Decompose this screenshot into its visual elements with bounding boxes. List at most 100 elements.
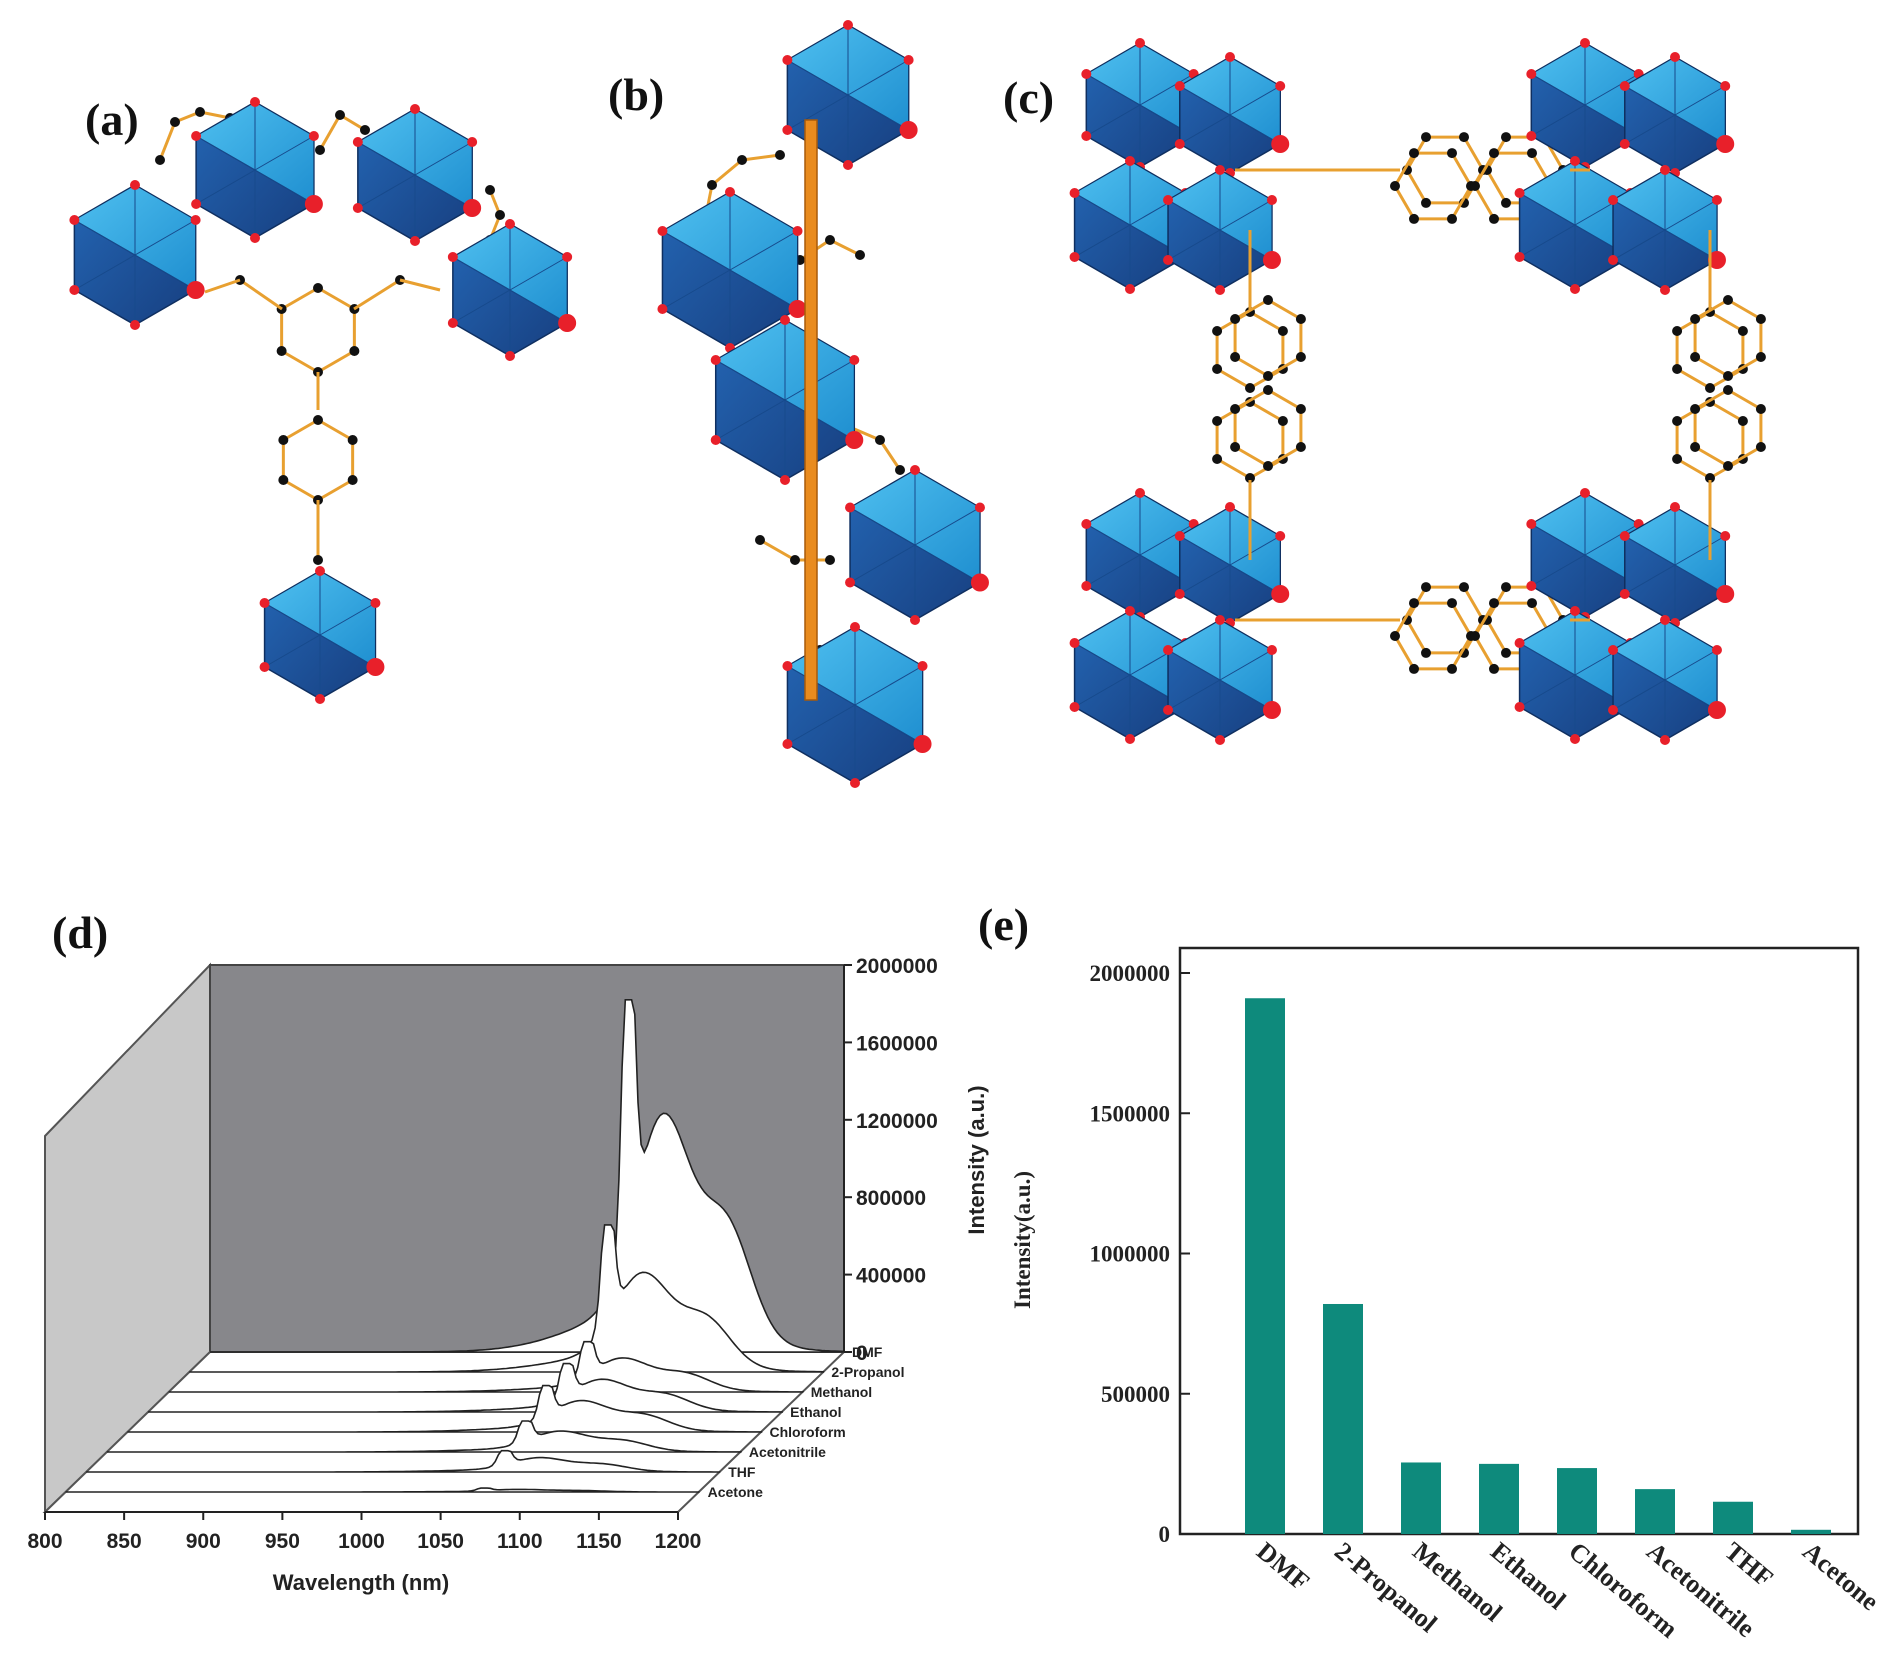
bond: [1393, 602, 1416, 637]
polyhedron-edge: [1624, 535, 1676, 566]
oxygen-atom: [186, 281, 205, 299]
polyhedron-edge: [1086, 104, 1141, 137]
y-tick-label: 1000000: [1090, 1242, 1171, 1267]
bond: [1267, 388, 1302, 411]
polyhedron-edge: [1167, 679, 1221, 711]
y-tick-label: 800000: [856, 1187, 926, 1210]
oxygen-atom: [250, 97, 260, 107]
carbon-atom: [1705, 473, 1715, 483]
bond: [1462, 136, 1485, 171]
oxygen-atom: [410, 236, 420, 246]
bar-dmf: [1245, 998, 1285, 1534]
oxygen-atom: [782, 739, 793, 749]
bond: [1234, 298, 1269, 321]
polyhedron-edge: [854, 704, 923, 745]
polyhedron-edge: [1612, 679, 1666, 711]
oxygen-atom: [850, 622, 860, 632]
carbon-atom: [1447, 663, 1457, 674]
carbon-atom: [1295, 404, 1306, 414]
carbon-atom: [790, 555, 800, 565]
oxygen-atom: [315, 694, 325, 704]
oxygen-atom: [1711, 645, 1722, 655]
bond: [759, 538, 796, 562]
carbon-atom: [1723, 295, 1733, 305]
oxygen-atom: [1608, 705, 1619, 715]
carbon-atom: [1230, 442, 1241, 452]
carbon-atom: [1295, 352, 1306, 362]
polyhedron-edge: [74, 219, 136, 256]
oxygen-atom: [1707, 701, 1726, 719]
panel-b-structure: [657, 20, 989, 788]
oxygen-atom: [1570, 734, 1580, 744]
bond: [1709, 400, 1744, 423]
bond: [741, 153, 781, 162]
bond: [282, 478, 319, 502]
oxygen-atom: [1660, 615, 1670, 625]
carbon-atom: [1755, 442, 1766, 452]
bond: [353, 278, 401, 311]
bond: [1727, 355, 1762, 378]
oxygen-atom: [562, 252, 573, 262]
bar-chloroform: [1557, 1468, 1597, 1534]
oxygen-atom: [1660, 285, 1670, 295]
bond: [1727, 388, 1762, 411]
oxygen-atom: [1163, 255, 1174, 265]
panel-d-spectra: [65, 998, 845, 1493]
bond: [1694, 298, 1729, 321]
carbon-atom: [1690, 352, 1701, 362]
oxygen-atom: [463, 199, 482, 217]
oxygen-atom: [1081, 519, 1092, 529]
spectrum-methanol: [168, 1340, 805, 1393]
carbon-atom: [1447, 213, 1457, 224]
bond: [317, 286, 356, 311]
bond: [318, 114, 342, 151]
polyhedron: [352, 104, 482, 246]
carbon-atom: [1421, 197, 1431, 208]
polyhedron-edge: [1086, 73, 1141, 106]
series-label-2-propanol: 2-Propanol: [831, 1364, 904, 1380]
oxygen-atom: [843, 160, 853, 170]
oxygen-atom: [1271, 135, 1290, 153]
carbon-atom: [1527, 148, 1537, 159]
spectrum-ethanol: [148, 1362, 784, 1413]
oxygen-atom: [1514, 252, 1525, 262]
oxygen-atom: [352, 137, 363, 147]
series-label-acetonitrile: Acetonitrile: [749, 1444, 826, 1460]
polyhedron-edge: [729, 230, 798, 271]
carbon-atom: [1245, 383, 1255, 393]
carbon-atom: [1690, 442, 1701, 452]
polyhedron-edge: [1531, 104, 1586, 137]
oxygen-atom: [558, 314, 577, 332]
carbon-atom: [775, 150, 785, 160]
bond: [1694, 388, 1729, 411]
oxygen-atom: [1514, 638, 1525, 648]
bond: [1234, 445, 1269, 468]
polyhedron-edge: [1612, 229, 1666, 261]
carbon-atom: [875, 435, 885, 445]
carbon-atom: [1501, 197, 1511, 208]
polyhedron-edge: [847, 59, 909, 96]
bar-thf: [1713, 1501, 1753, 1534]
carbon-atom: [1690, 314, 1701, 324]
x-tick-label: 850: [107, 1530, 142, 1553]
panel-b-label: (b): [608, 69, 664, 120]
carbon-atom: [1212, 364, 1223, 374]
polyhedron: [1514, 156, 1640, 294]
polyhedron-edge: [414, 174, 473, 209]
oxygen-atom: [1619, 139, 1630, 149]
oxygen-atom: [782, 125, 793, 135]
polyhedron-edge: [1531, 554, 1586, 587]
oxygen-atom: [903, 55, 914, 65]
polyhedron-edge: [784, 399, 855, 441]
panel-e-y-axis-title: Intensity(a.u.): [1010, 1171, 1035, 1309]
bond: [1216, 457, 1251, 480]
polyhedron-edge: [1167, 199, 1221, 231]
bond: [1473, 602, 1496, 637]
oxygen-atom: [1215, 285, 1225, 295]
oxygen-atom: [1225, 52, 1235, 62]
oxygen-atom: [1716, 585, 1735, 603]
polyhedron-edge: [1179, 114, 1231, 145]
oxygen-atom: [1619, 81, 1630, 91]
